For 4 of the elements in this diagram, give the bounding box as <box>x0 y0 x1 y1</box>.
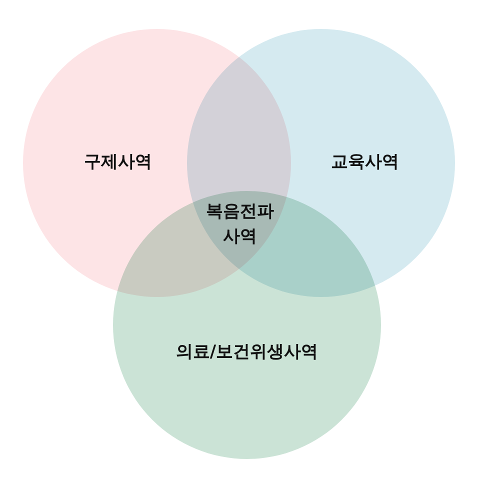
circle-label: 교육사역 <box>331 152 399 172</box>
overlap-label: 복음전파 사역 <box>205 200 275 248</box>
circle-label: 구제사역 <box>84 152 152 172</box>
circle-label: 의료/보건위생사역 <box>176 342 318 362</box>
